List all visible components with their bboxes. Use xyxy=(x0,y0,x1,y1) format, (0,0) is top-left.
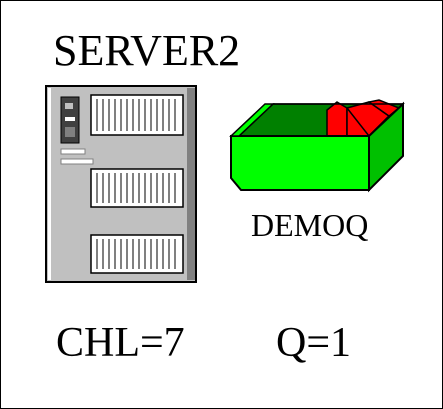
queue-name: DEMOQ xyxy=(251,207,369,243)
vent-grille-top xyxy=(90,94,184,136)
server-name: SERVER2 xyxy=(53,26,241,75)
vent-grille-bottom xyxy=(90,234,184,274)
queue-count: Q=1 xyxy=(276,320,352,366)
channel-count: CHL=7 xyxy=(56,320,185,366)
message-items xyxy=(326,99,401,137)
vent-grille-middle xyxy=(90,168,184,208)
server-tower-icon xyxy=(45,85,197,283)
message-queue-tray-icon xyxy=(229,99,405,193)
